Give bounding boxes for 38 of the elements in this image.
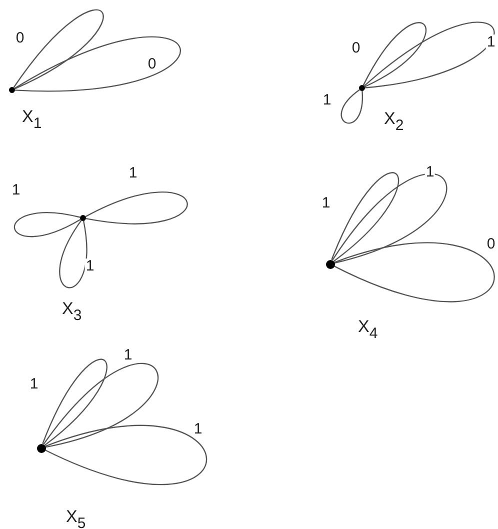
vertex-dot xyxy=(80,215,86,221)
loop-edge xyxy=(43,363,158,448)
loop-edge xyxy=(44,425,207,485)
edge-label: 0 xyxy=(350,40,362,56)
loop-edge xyxy=(364,22,494,88)
graph-caption: X$_{3}$ xyxy=(62,300,82,325)
edge-label: 0 xyxy=(14,30,26,46)
edge-label: 1 xyxy=(28,376,40,392)
loop-edge xyxy=(332,174,447,264)
edge-label: 1 xyxy=(84,258,96,274)
loop-edge xyxy=(42,359,108,446)
edge-label: 1 xyxy=(192,422,204,436)
edge-label: 0 xyxy=(486,236,496,252)
loop-edge xyxy=(13,9,104,90)
loop-edge xyxy=(14,36,180,92)
vertex-dot xyxy=(9,87,15,93)
edge-label: 1 xyxy=(486,34,496,50)
graph-caption: X$_{2}$ xyxy=(384,110,404,135)
loop-edge xyxy=(340,89,363,124)
edge-label: 1 xyxy=(122,348,134,362)
loop-edge xyxy=(14,212,81,238)
loop-edge xyxy=(331,172,399,262)
edge-label: 1 xyxy=(128,166,138,180)
edge-label: 0 xyxy=(146,56,158,72)
loop-edge xyxy=(362,22,426,88)
graph-caption: X$_{5}$ xyxy=(66,508,86,529)
edge-label: 1 xyxy=(424,164,436,180)
graph-caption: X$_{1}$ xyxy=(22,108,42,133)
loop-edge xyxy=(59,220,88,288)
vertex-dot xyxy=(36,444,46,452)
vertex-dot xyxy=(359,85,365,91)
loop-edge xyxy=(85,192,188,224)
loop-edge xyxy=(334,242,495,302)
vertex-dot xyxy=(326,260,334,268)
graph-caption: X$_{4}$ xyxy=(358,318,378,343)
edge-label: 1 xyxy=(10,182,22,198)
edge-label: 1 xyxy=(322,92,332,108)
edge-label: 1 xyxy=(320,196,332,210)
